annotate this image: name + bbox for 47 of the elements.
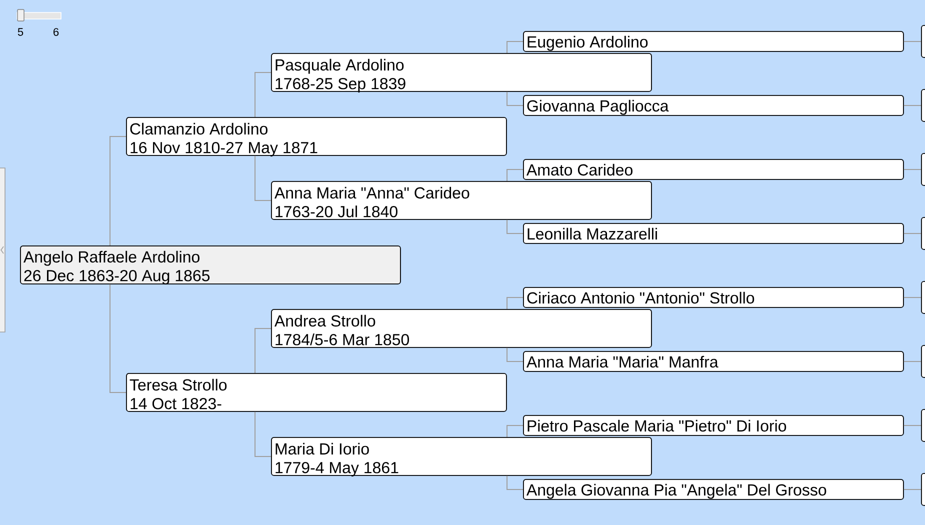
- connector-line: [506, 296, 524, 310]
- connector-line: [254, 155, 272, 201]
- connector-line: [903, 40, 922, 42]
- person-box: Anna Maria "Anna" Carideo 1763-20 Jul 1840: [271, 181, 652, 220]
- connector-line: [903, 104, 922, 106]
- person-box: Clamanzio Ardolino 16 Nov 1810-27 May 1871: [126, 117, 507, 156]
- person-box: [921, 409, 925, 442]
- person-box: Maria Di Iorio 1779-4 May 1861: [271, 437, 652, 476]
- connector-line: [903, 488, 922, 490]
- connector-line: [110, 284, 126, 393]
- connector-line: [903, 296, 922, 298]
- connector-line: [254, 72, 272, 118]
- connector-line: [506, 40, 524, 54]
- connector-line: [506, 347, 524, 362]
- connector-line: [506, 475, 524, 490]
- connector-line: [903, 232, 922, 234]
- person-box: Angelo Raffaele Ardolino 26 Dec 1863-20 Aug 1865: [20, 246, 401, 284]
- person-box: [921, 153, 925, 186]
- person-box: [921, 473, 925, 506]
- person-box: Leonilla Mazzarelli: [523, 223, 904, 244]
- person-box: [921, 345, 925, 378]
- person-box: [921, 89, 925, 122]
- person-box: Ciriaco Antonio "Antonio" Strollo: [523, 287, 904, 308]
- person-box: [921, 217, 925, 250]
- connector-line: [506, 219, 524, 234]
- connector-line: [506, 424, 524, 438]
- connector-line: [903, 424, 922, 426]
- person-box: [921, 25, 925, 58]
- person-box: Anna Maria "Maria" Manfra: [523, 351, 904, 372]
- person-box: Teresa Strollo 14 Oct 1823-: [126, 373, 507, 412]
- connector-line: [254, 411, 272, 457]
- connector-line: [506, 168, 524, 182]
- person-box: Angela Giovanna Pia "Angela" Del Grosso: [523, 479, 904, 500]
- person-box: Giovanna Pagliocca: [523, 95, 904, 116]
- connector-line: [903, 360, 922, 362]
- person-box: Andrea Strollo 1784/5-6 Mar 1850: [271, 309, 652, 348]
- person-box: Pasquale Ardolino 1768-25 Sep 1839: [271, 53, 652, 92]
- connector-line: [903, 168, 922, 170]
- connector-line: [506, 91, 524, 106]
- connector-line: [110, 136, 126, 246]
- tick-label: 6: [54, 28, 59, 36]
- connector-line: [254, 328, 272, 374]
- person-box: Amato Carideo: [523, 159, 904, 180]
- person-box: [921, 281, 925, 314]
- tick-label: 5: [18, 28, 24, 36]
- person-box: Eugenio Ardolino: [523, 31, 904, 52]
- person-box: Pietro Pascale Maria "Pietro" Di Iorio: [523, 415, 904, 436]
